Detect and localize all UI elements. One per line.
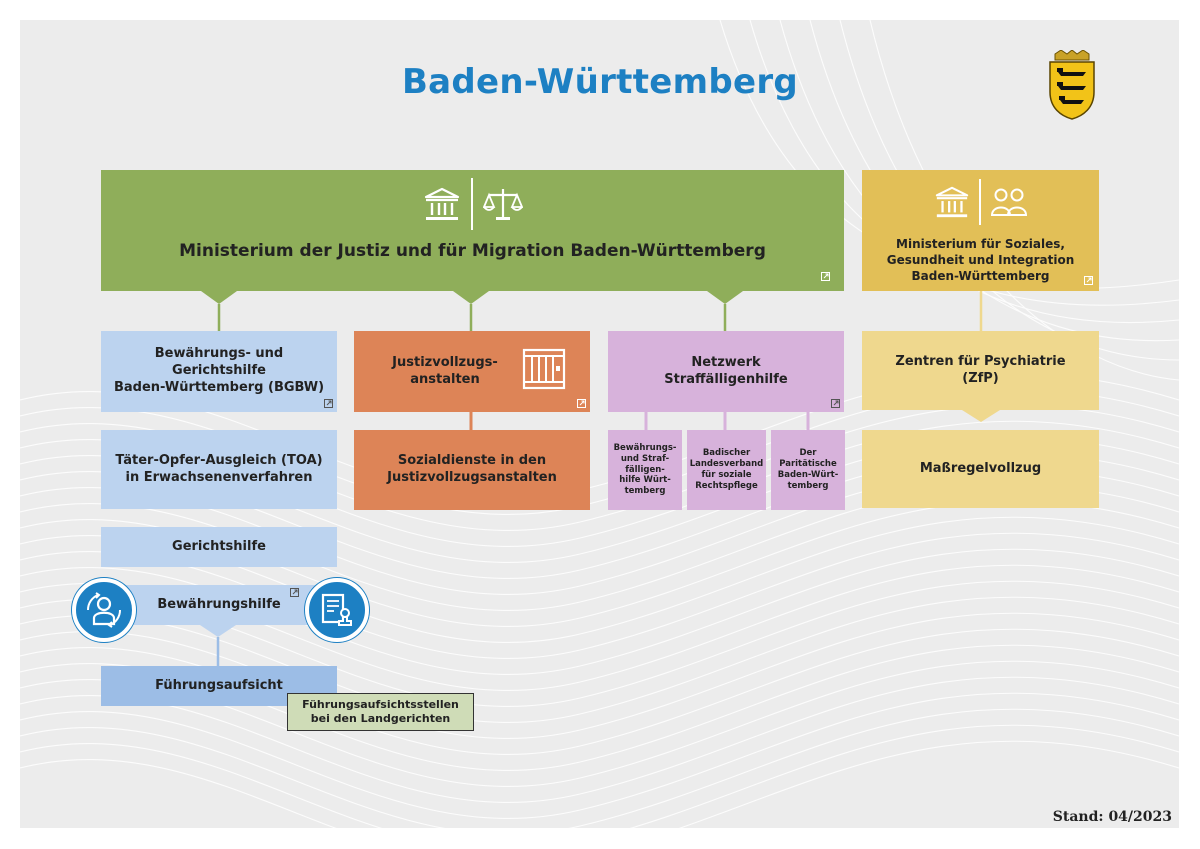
soziales-label-line2: Gesundheit und Integration [886,253,1075,268]
sub3-line4: temberg [787,481,829,492]
jva-label-line2: anstalten [410,371,480,387]
justiz-ministry-box[interactable]: Ministerium der Justiz und für Migration… [101,170,844,291]
paritaetische-box[interactable]: Der Paritätische Baden-Würt- temberg [771,430,845,510]
massregelvollzug-label: Maßregelvollzug [919,460,1042,476]
fuehrungsaufsicht-label: Führungsaufsicht [155,677,283,693]
fuehrungsaufsichtsstellen-note[interactable]: Führungsaufsichtsstellen bei den Landger… [287,693,474,731]
sub1-line4: hilfe Würt- [619,475,671,486]
bgbw-box[interactable]: Bewährungs- und Gerichtshilfe Baden-Würt… [101,331,337,412]
sub2-line1: Badischer [702,447,751,458]
government-building-icon [424,187,459,220]
gerichtshilfe-box[interactable]: Gerichtshilfe [101,527,337,567]
sub3-line3: Baden-Würt- [777,470,839,480]
sub3-line1: Der [799,447,817,458]
external-link-icon[interactable] [290,588,299,597]
soziales-ministry-box[interactable]: Ministerium für Soziales, Gesundheit und… [862,170,1099,291]
page-title: Baden-Württemberg [401,62,799,102]
sub1-line2: und Straf- [620,454,670,465]
note-line1: Führungsaufsichtsstellen [302,698,459,712]
toa-label-line2: in Erwachsenenverfahren [125,469,313,485]
note-line2: bei den Landgerichten [310,712,451,725]
gerichtshilfe-label: Gerichtshilfe [172,538,266,554]
toa-label-line1: Täter-Opfer-Ausgleich (TOA) [115,452,323,468]
toa-box[interactable]: Täter-Opfer-Ausgleich (TOA) in Erwachsen… [101,430,337,509]
prison-cell-icon [522,348,566,390]
massregelvollzug-box[interactable]: Maßregelvollzug [862,430,1099,508]
sub1-line5: temberg [624,485,666,496]
coat-of-arms-icon [1049,50,1095,120]
document-stamp-icon [305,578,369,642]
icon-divider [978,179,981,225]
zfp-box[interactable]: Zentren für Psychiatrie (ZfP) [862,331,1099,410]
external-link-icon[interactable] [577,399,586,408]
sub2-line2: Landesverband [689,458,764,469]
sozialdienste-label-line1: Sozialdienste in den [397,453,547,469]
bewaehrungshilfe-label: Bewährungshilfe [157,596,281,612]
jva-box[interactable]: Justizvollzugs- anstalten [354,331,590,412]
sub3-line2: Paritätische [779,458,837,469]
bgbw-label-line3: Baden-Württemberg (BGBW) [113,379,325,395]
icon-divider [470,178,473,230]
zfp-label-line1: Zentren für Psychiatrie [895,353,1066,369]
netzwerk-box[interactable]: Netzwerk Straffälligenhilfe [608,331,844,412]
government-building-icon [935,186,968,218]
bewaehrungs-straffaelligenhilfe-wuerttemberg-box[interactable]: Bewährungs- und Straf- fälligen- hilfe W… [608,430,682,510]
external-link-icon[interactable] [831,399,840,408]
netzwerk-label-line2: Straffälligenhilfe [664,371,788,387]
sub1-line1: Bewährungs- [613,443,677,454]
external-link-icon[interactable] [821,272,830,281]
justiz-ministry-label: Ministerium der Justiz und für Migration… [179,241,766,261]
soziales-label-line1: Ministerium für Soziales, [896,237,1065,251]
badischer-landesverband-box[interactable]: Badischer Landesverband für soziale Rech… [687,430,766,510]
stand-date: Stand: 04/2023 [1052,809,1172,825]
people-support-icon [72,578,136,642]
sub2-line4: Rechtspflege [695,481,758,492]
people-icon [990,188,1027,216]
external-link-icon[interactable] [1084,276,1093,285]
sub2-line3: für soziale [701,470,752,480]
bgbw-label-line1: Bewährungs- und [154,346,284,362]
sozialdienste-box[interactable]: Sozialdienste in den Justizvollzugsansta… [354,430,590,510]
scales-icon [482,189,523,220]
soziales-label-line3: Baden-Württemberg [911,269,1050,284]
sub1-line3: fälligen- [625,464,665,475]
external-link-icon[interactable] [324,399,333,408]
netzwerk-label-line1: Netzwerk [691,354,761,370]
bewaehrungshilfe-box[interactable]: Bewährungshilfe [101,585,337,625]
jva-label-line1: Justizvollzugs- [392,354,498,370]
sozialdienste-label-line2: Justizvollzugsanstalten [387,470,557,485]
zfp-label-line2: (ZfP) [962,370,999,386]
bgbw-label-line2: Gerichtshilfe [172,363,266,379]
